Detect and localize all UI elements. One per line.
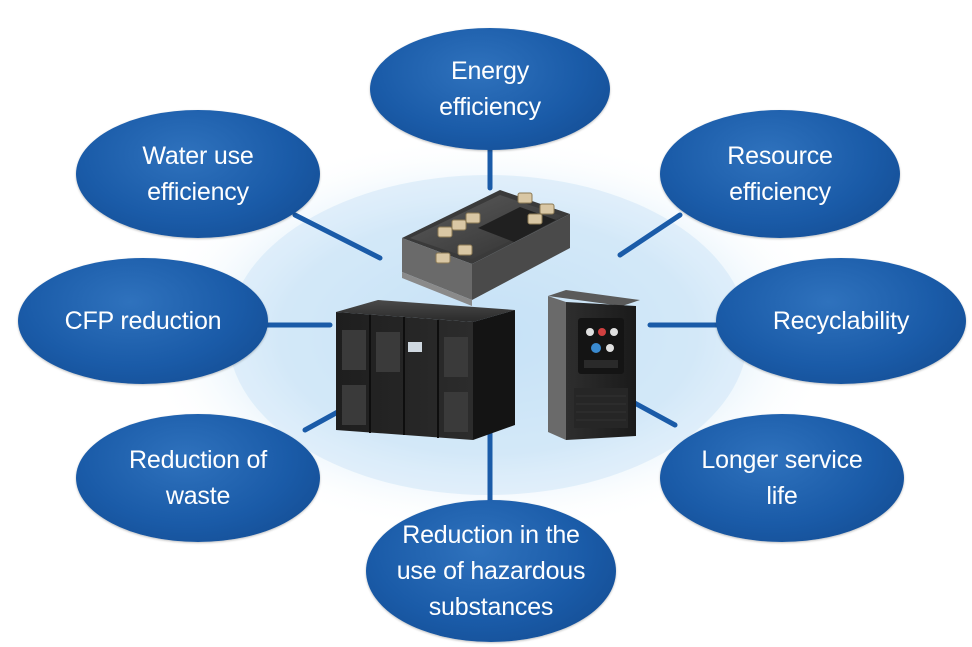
- connector-water: [292, 212, 383, 261]
- inverter-drive-image: [548, 290, 640, 440]
- node-label: Reduction of waste: [129, 446, 267, 510]
- node-label: Recyclability: [772, 307, 910, 335]
- node-longer-service-life: Longer service life: [660, 414, 904, 542]
- node-label: Water use efficiency: [142, 142, 254, 206]
- connector-lines: [257, 137, 723, 508]
- node-label: Longer service life: [701, 446, 863, 510]
- node-recyclability: Recyclability: [716, 258, 966, 384]
- node-water-use-efficiency: Water use efficiency: [76, 110, 320, 238]
- ups-cabinet-image: [336, 300, 515, 440]
- node-reduction-of-waste: Reduction of waste: [76, 414, 320, 542]
- node-label: Reduction in the use of hazardous substa…: [396, 521, 586, 621]
- node-cfp-reduction: CFP reduction: [18, 258, 268, 384]
- connector-resource: [617, 212, 683, 258]
- node-hazardous-substances: Reduction in the use of hazardous substa…: [366, 500, 616, 642]
- node-resource-efficiency: Resource efficiency: [660, 110, 900, 238]
- node-label: Resource efficiency: [727, 142, 833, 206]
- node-label: CFP reduction: [64, 307, 222, 335]
- node-energy-efficiency: Energy efficiency: [370, 28, 610, 150]
- power-module-image: [402, 190, 570, 306]
- node-label: Energy efficiency: [439, 57, 541, 121]
